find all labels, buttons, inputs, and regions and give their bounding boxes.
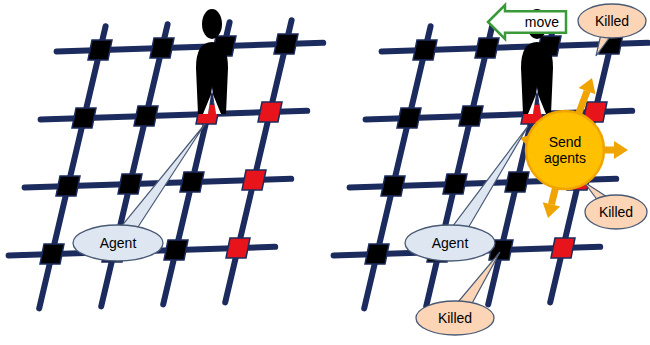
grid-line (225, 20, 291, 302)
grid-node (88, 40, 112, 60)
killed-callout: Killed (584, 194, 648, 230)
grid-line (364, 26, 430, 308)
send-arrow-head (614, 141, 628, 159)
grid-node (443, 174, 467, 194)
node-label: Killed (595, 13, 629, 29)
grid-node (40, 244, 64, 264)
grid-node (459, 106, 483, 126)
grid-network (9, 20, 324, 308)
grid-node (180, 172, 204, 192)
node-label: Killed (438, 310, 472, 326)
killed-callout: Killed (577, 3, 647, 39)
grid-node (505, 172, 529, 192)
grid-node (150, 38, 174, 58)
node-label: Send agents (537, 134, 593, 166)
grid-node (118, 174, 142, 194)
grid-line (39, 26, 105, 308)
agent-node (242, 170, 266, 190)
agent-node (226, 238, 250, 258)
grid-line (101, 24, 167, 306)
send-agents-circle: Send agents (525, 110, 605, 190)
move-arrow: move (487, 4, 567, 40)
grid-node (56, 176, 80, 196)
grid-node (381, 176, 405, 196)
agent-node (551, 238, 575, 258)
agent-callout: Agent (72, 224, 164, 262)
node-label: Agent (100, 235, 137, 251)
person-silhouette (196, 9, 228, 114)
grid-node (164, 240, 188, 260)
node-label: Agent (432, 235, 469, 251)
node-label: Killed (599, 204, 633, 220)
grid-line (426, 24, 492, 306)
agent-node (258, 102, 282, 122)
grid-node (397, 108, 421, 128)
grid-node (274, 34, 298, 54)
grid-node (72, 108, 96, 128)
grid-node (134, 106, 158, 126)
send-arrow-head (543, 202, 560, 218)
agent-callout: Agent (404, 224, 496, 262)
killed-callout: Killed (415, 300, 495, 336)
node-label: move (525, 14, 559, 30)
grid-node (365, 244, 389, 264)
grid-node (413, 40, 437, 60)
grid-node (475, 38, 499, 58)
send-arrow-head (579, 78, 596, 94)
